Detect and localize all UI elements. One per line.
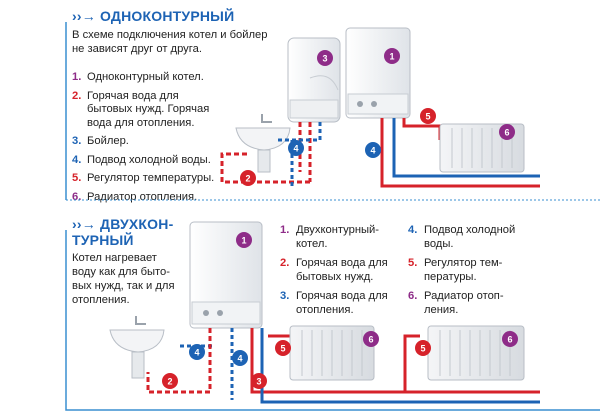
arrow-mark: ››→ xyxy=(72,216,96,232)
svg-text:3: 3 xyxy=(256,377,261,387)
legend-item: 5.Регулятор температуры. xyxy=(72,172,215,184)
badge-4: 4 xyxy=(288,140,304,156)
legend-item: 3.Горячая вода для отопления. xyxy=(280,290,388,316)
svg-text:2: 2 xyxy=(167,377,172,387)
sink-bottom xyxy=(109,316,165,379)
svg-text:2: 2 xyxy=(245,174,250,184)
svg-text:4: 4 xyxy=(370,146,375,156)
legend-item: 5.Регулятор тем- пературы. xyxy=(408,257,503,283)
boiler-tank xyxy=(287,37,341,123)
badge-2: 2 xyxy=(240,170,256,186)
svg-text:4: 4 xyxy=(293,144,298,154)
badge-4: 4 xyxy=(365,142,381,158)
svg-text:6: 6 xyxy=(507,335,512,345)
double-legend-col2: 4.Подвод холодной воды. 5.Регулятор тем-… xyxy=(408,224,526,323)
badge-4: 4 xyxy=(232,350,248,366)
legend-item: 4.Подвод холодной воды. xyxy=(72,153,211,166)
svg-text:6: 6 xyxy=(504,128,509,138)
badge-6: 6 xyxy=(499,124,515,140)
badge-3: 3 xyxy=(251,373,267,389)
svg-text:1: 1 xyxy=(241,236,246,246)
double-intro-line: воду как для быто- xyxy=(72,266,171,278)
badge-6: 6 xyxy=(363,331,379,347)
double-title-text: ТУРНЫЙ xyxy=(72,232,134,248)
legend-item: 2.Горячая вода для бытовых нужд. xyxy=(280,257,388,283)
svg-text:5: 5 xyxy=(425,112,430,122)
svg-text:4: 4 xyxy=(194,348,199,358)
badge-5: 5 xyxy=(415,340,431,356)
svg-text:6: 6 xyxy=(368,335,373,345)
boiler-unit xyxy=(189,221,263,329)
double-intro: Котел нагревает воду как для быто- вых н… xyxy=(72,251,175,307)
double-title: ››→ ДВУХКОН- ТУРНЫЙ xyxy=(72,216,173,248)
svg-text:3: 3 xyxy=(322,54,327,64)
legend-item: 2.Горячая вода для бытовых нужд. Горячая… xyxy=(72,89,210,129)
single-title: ››→ ОДНОКОНТУРНЫЙ xyxy=(72,8,234,24)
svg-text:5: 5 xyxy=(420,344,425,354)
legend-item: 1.Одноконтурный котел. xyxy=(72,71,204,83)
legend-item: 6.Радиатор отоп- ления. xyxy=(408,290,504,316)
single-title-text: ОДНОКОНТУРНЫЙ xyxy=(100,8,235,24)
legend-item: 6.Радиатор отопления. xyxy=(72,190,198,203)
double-intro-line: Котел нагревает xyxy=(72,252,157,264)
single-legend: 1.Одноконтурный котел. 2.Горячая вода дл… xyxy=(72,71,222,209)
radiator-top xyxy=(439,123,525,173)
radiator-bottom-2 xyxy=(427,325,525,381)
svg-text:4: 4 xyxy=(237,354,242,364)
badge-3: 3 xyxy=(317,50,333,66)
badge-1: 1 xyxy=(236,232,252,248)
badge-5: 5 xyxy=(275,340,291,356)
sink-top xyxy=(235,114,291,173)
arrow-mark: ››→ xyxy=(72,8,96,24)
double-intro-line: вых нужд, так и для xyxy=(72,280,175,292)
pipes-top xyxy=(220,118,540,188)
badge-1: 1 xyxy=(384,48,400,64)
single-intro: В схеме подключения котел и бойлер не за… xyxy=(72,28,267,56)
legend-item: 4.Подвод холодной воды. xyxy=(408,224,516,250)
single-intro-line: не зависят друг от друга. xyxy=(72,43,202,55)
legend-item: 3.Бойлер. xyxy=(72,135,129,147)
badge-6: 6 xyxy=(502,331,518,347)
double-title-text: ДВУХКОН- xyxy=(100,216,174,232)
badge-2: 2 xyxy=(162,373,178,389)
pipes-bottom xyxy=(146,328,540,404)
legend-item: 1.Двухконтурный-котел. xyxy=(280,224,380,250)
badge-4: 4 xyxy=(189,344,205,360)
single-intro-line: В схеме подключения котел и бойлер xyxy=(72,29,268,41)
svg-text:1: 1 xyxy=(389,52,394,62)
double-intro-line: отопления. xyxy=(72,294,130,306)
double-legend-col1: 1.Двухконтурный-котел. 2.Горячая вода дл… xyxy=(280,224,388,323)
radiator-bottom-1 xyxy=(289,325,375,381)
boiler-unit xyxy=(345,27,411,119)
svg-text:5: 5 xyxy=(280,344,285,354)
badge-5: 5 xyxy=(420,108,436,124)
